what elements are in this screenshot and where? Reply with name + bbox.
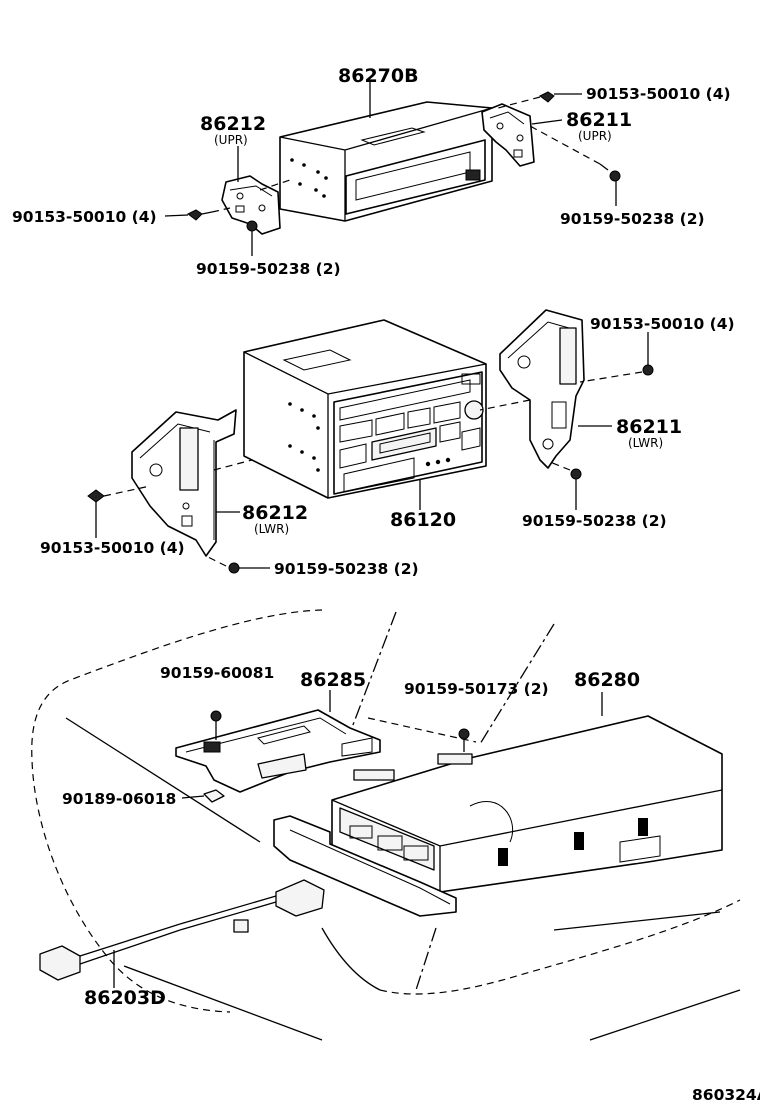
clip-90189-06018	[203, 789, 225, 803]
label-90153-50010-upper-right: 90153-50010 (4)	[586, 85, 731, 103]
screw-90153-upper-right	[539, 91, 555, 103]
label-86120: 86120	[390, 509, 456, 531]
screw-90159-upper-left	[246, 220, 258, 245]
label-86212-lwr-sub: (LWR)	[254, 522, 289, 536]
label-90159-50173: 90159-50173 (2)	[404, 680, 549, 698]
label-86211-upr-sub: (UPR)	[578, 129, 612, 143]
label-86285: 86285	[300, 669, 366, 691]
display-unit-86270b	[279, 101, 493, 222]
bracket-86285	[175, 709, 381, 793]
label-90153-50010-upper-left: 90153-50010 (4)	[12, 208, 157, 226]
label-86203d: 86203D	[84, 987, 166, 1009]
label-diagram-code: 860324A	[692, 1086, 760, 1104]
label-86211-upr: 86211	[566, 109, 632, 131]
label-90153-50010-middle-right: 90153-50010 (4)	[590, 315, 735, 333]
screw-90153-upper-left	[187, 209, 213, 221]
label-90159-50238-upper-right: 90159-50238 (2)	[560, 210, 705, 228]
vehicle-floor-outline	[31, 609, 741, 1041]
label-90159-50238-middle-left: 90159-50238 (2)	[274, 560, 419, 578]
label-86211-lwr: 86211	[616, 416, 682, 438]
label-86212-upr-sub: (UPR)	[214, 133, 248, 147]
amplifier-86280	[273, 715, 723, 917]
screw-90153-lower-left	[87, 489, 105, 538]
label-86212-upr: 86212	[200, 113, 266, 135]
label-90189-06018: 90189-06018	[62, 790, 176, 808]
screw-90153-lower-right	[642, 332, 654, 376]
screw-90159-lower-right	[570, 468, 582, 510]
screw-90159-upper-right	[599, 163, 621, 182]
label-90153-50010-middle-left: 90153-50010 (4)	[40, 539, 185, 557]
label-86212-lwr: 86212	[242, 502, 308, 524]
label-90159-50238-middle-right: 90159-50238 (2)	[522, 512, 667, 530]
screw-90159-lower-left	[228, 562, 270, 574]
label-86270b: 86270B	[338, 65, 419, 87]
harness-86203d	[39, 879, 325, 981]
label-90159-50238-upper-left: 90159-50238 (2)	[196, 260, 341, 278]
bracket-86211-upr	[481, 103, 535, 167]
bracket-86212-lwr	[131, 409, 237, 557]
label-86211-lwr-sub: (LWR)	[628, 436, 663, 450]
label-90159-60081: 90159-60081	[160, 664, 274, 682]
label-86280: 86280	[574, 669, 640, 691]
bolt-90159-50173	[458, 728, 470, 752]
bracket-86211-lwr	[499, 309, 585, 469]
bolt-90159-60081	[210, 710, 222, 740]
head-unit-86120	[243, 319, 487, 499]
